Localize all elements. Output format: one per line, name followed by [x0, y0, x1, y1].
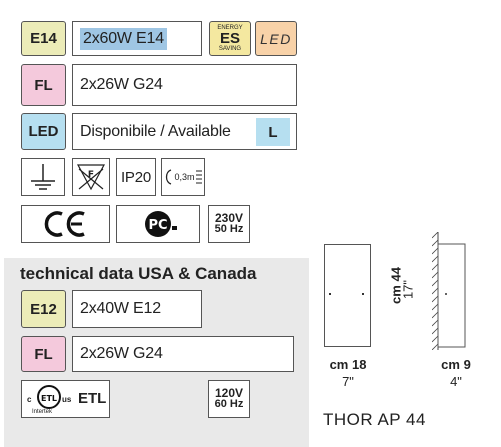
usa-fl-value-box: 2x26W G24 [72, 336, 294, 372]
fl-value-box: 2x26W G24 [72, 64, 297, 106]
led-size-badge: L [256, 118, 290, 146]
etl-listed-icon: ETL [37, 385, 61, 409]
ip-rating-box: IP20 [116, 158, 156, 196]
energy-es-text: ES [219, 30, 240, 47]
etl-mark-box: ETL c us Intertek ETL [21, 380, 110, 418]
etl-us-text: us [62, 395, 72, 404]
f-mark-box: F [72, 158, 110, 196]
voltage-230-text: 230V [214, 211, 244, 225]
svg-text:F: F [88, 170, 94, 180]
e14-value: 2x60W E14 [80, 27, 167, 50]
led-badge: LED [255, 21, 297, 56]
frequency-50-text: 50 Hz [214, 223, 244, 235]
fl-value: 2x26W G24 [80, 76, 163, 93]
led-tag: LED [21, 113, 66, 150]
e14-tag-label: E14 [30, 30, 57, 47]
svg-text:PC: PC [148, 218, 167, 233]
gost-mark-box: PC [116, 205, 200, 243]
gost-mark-icon: PC [145, 211, 177, 237]
e12-tag: E12 [21, 290, 66, 328]
led-value: Disponibile / Available [80, 122, 231, 140]
distance-box: 0,3m [161, 158, 205, 196]
lamp-distance-icon [166, 169, 172, 185]
f-mark-icon: F [76, 164, 106, 191]
arrow-lines-icon [195, 170, 202, 184]
product-name: THOR AP 44 [323, 410, 426, 429]
depth-in: 4" [450, 374, 462, 389]
led-tag-label: LED [28, 123, 59, 140]
ce-mark-box [21, 205, 110, 243]
energy-bottom-text: SAVING [218, 46, 242, 52]
front-view-drawing [324, 244, 371, 347]
svg-text:ETL: ETL [41, 394, 57, 403]
e12-value: 2x40W E12 [80, 300, 161, 317]
front-dot-left [329, 293, 331, 295]
side-view-drawing [432, 232, 466, 350]
led-badge-text: LED [260, 30, 292, 47]
distance-text: 0,3m [174, 172, 195, 182]
etl-brand-text: Intertek [32, 409, 53, 415]
fl-tag: FL [21, 64, 66, 106]
usa-fl-tag: FL [21, 336, 66, 372]
voltage-120-box: 120V 60 Hz [208, 380, 250, 418]
energy-top-text: ENERGY [217, 25, 243, 31]
e12-value-box: 2x40W E12 [72, 290, 202, 328]
etl-text: ETL [78, 390, 107, 407]
e14-value-box: 2x60W E14 [72, 21, 202, 56]
frequency-60-text: 60 Hz [214, 398, 244, 410]
usa-fl-tag-label: FL [34, 345, 53, 363]
etl-c-text: c [27, 395, 32, 404]
depth-cm: cm 9 [441, 357, 471, 372]
e14-tag: E14 [21, 21, 66, 56]
e12-tag-label: E12 [30, 300, 57, 318]
voltage-120-text: 120V [214, 386, 244, 400]
width-cm: cm 18 [329, 357, 367, 372]
voltage-230-box: 230V 50 Hz [208, 205, 250, 243]
front-dot-right [362, 293, 364, 295]
ground-icon [31, 164, 55, 190]
width-in: 7" [342, 374, 354, 389]
height-in: 17" [400, 279, 416, 300]
fl-tag-label: FL [34, 76, 53, 94]
usa-heading: technical data USA & Canada [20, 264, 257, 283]
energy-saving-badge: ENERGY ES SAVING [209, 21, 251, 56]
ground-symbol-box [21, 158, 65, 196]
led-size-text: L [268, 123, 278, 141]
usa-fl-value: 2x26W G24 [80, 345, 163, 362]
ip-rating-text: IP20 [120, 168, 152, 186]
ce-mark-icon [44, 211, 85, 237]
